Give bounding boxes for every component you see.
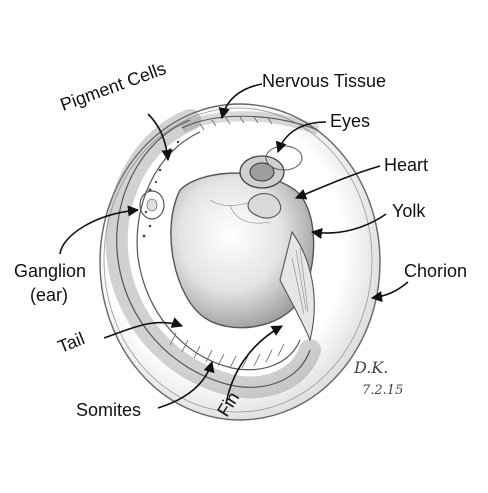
- arrow-fin: [225, 325, 283, 405]
- signature-date: 7.2.15: [362, 383, 404, 398]
- label-somites: Somites: [76, 400, 142, 420]
- label-heart: Heart: [384, 155, 429, 175]
- arrow-tail: [103, 317, 184, 339]
- arrow-pigment-cells: [147, 113, 173, 162]
- ganglion-shape: [139, 190, 165, 220]
- arrow-somites: [157, 360, 215, 409]
- signature-initials: D.K.: [354, 358, 389, 377]
- arrow-yolk: [310, 213, 387, 239]
- label-nervous-tissue: Nervous Tissue: [262, 71, 387, 91]
- arrow-nervous-tissue: [218, 83, 263, 120]
- label-yolk: Yolk: [392, 201, 426, 221]
- label-chorion: Chorion: [404, 261, 468, 281]
- fin-shape: [279, 230, 315, 342]
- label-ganglion-sub: (ear): [30, 285, 69, 305]
- label-arrows: [59, 83, 409, 409]
- arrow-chorion: [370, 281, 409, 303]
- label-eyes: Eyes: [330, 111, 371, 131]
- arrow-heart: [294, 165, 381, 200]
- label-ganglion: Ganglion: [14, 261, 87, 281]
- arrow-eyes: [275, 121, 327, 154]
- arrow-ganglion: [59, 205, 140, 255]
- somites-hatching: [169, 332, 285, 369]
- heart-shape: [247, 193, 282, 219]
